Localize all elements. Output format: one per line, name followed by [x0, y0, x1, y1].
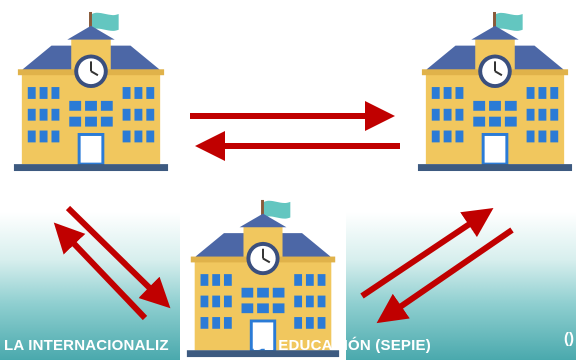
school-building-bottom-center — [180, 198, 346, 360]
arrow-right-up — [360, 207, 494, 299]
corner-glyph: () — [564, 330, 574, 347]
school-building-icon — [416, 10, 574, 173]
school-building-top-right — [414, 10, 576, 174]
footer-caption-left: LA INTERNACIONALIZ — [4, 337, 169, 354]
arrow-right-down — [376, 227, 514, 324]
school-building-icon — [12, 10, 170, 173]
footer-caption-right: DE EDUCACIÓN (SEPIE) — [252, 337, 431, 354]
footer-caption: LA INTERNACIONALIZ DE EDUCACIÓN (SEPIE) — [4, 337, 576, 354]
arrow-left-up — [53, 222, 148, 321]
school-building-icon — [185, 198, 341, 359]
school-building-top-left — [6, 10, 176, 174]
